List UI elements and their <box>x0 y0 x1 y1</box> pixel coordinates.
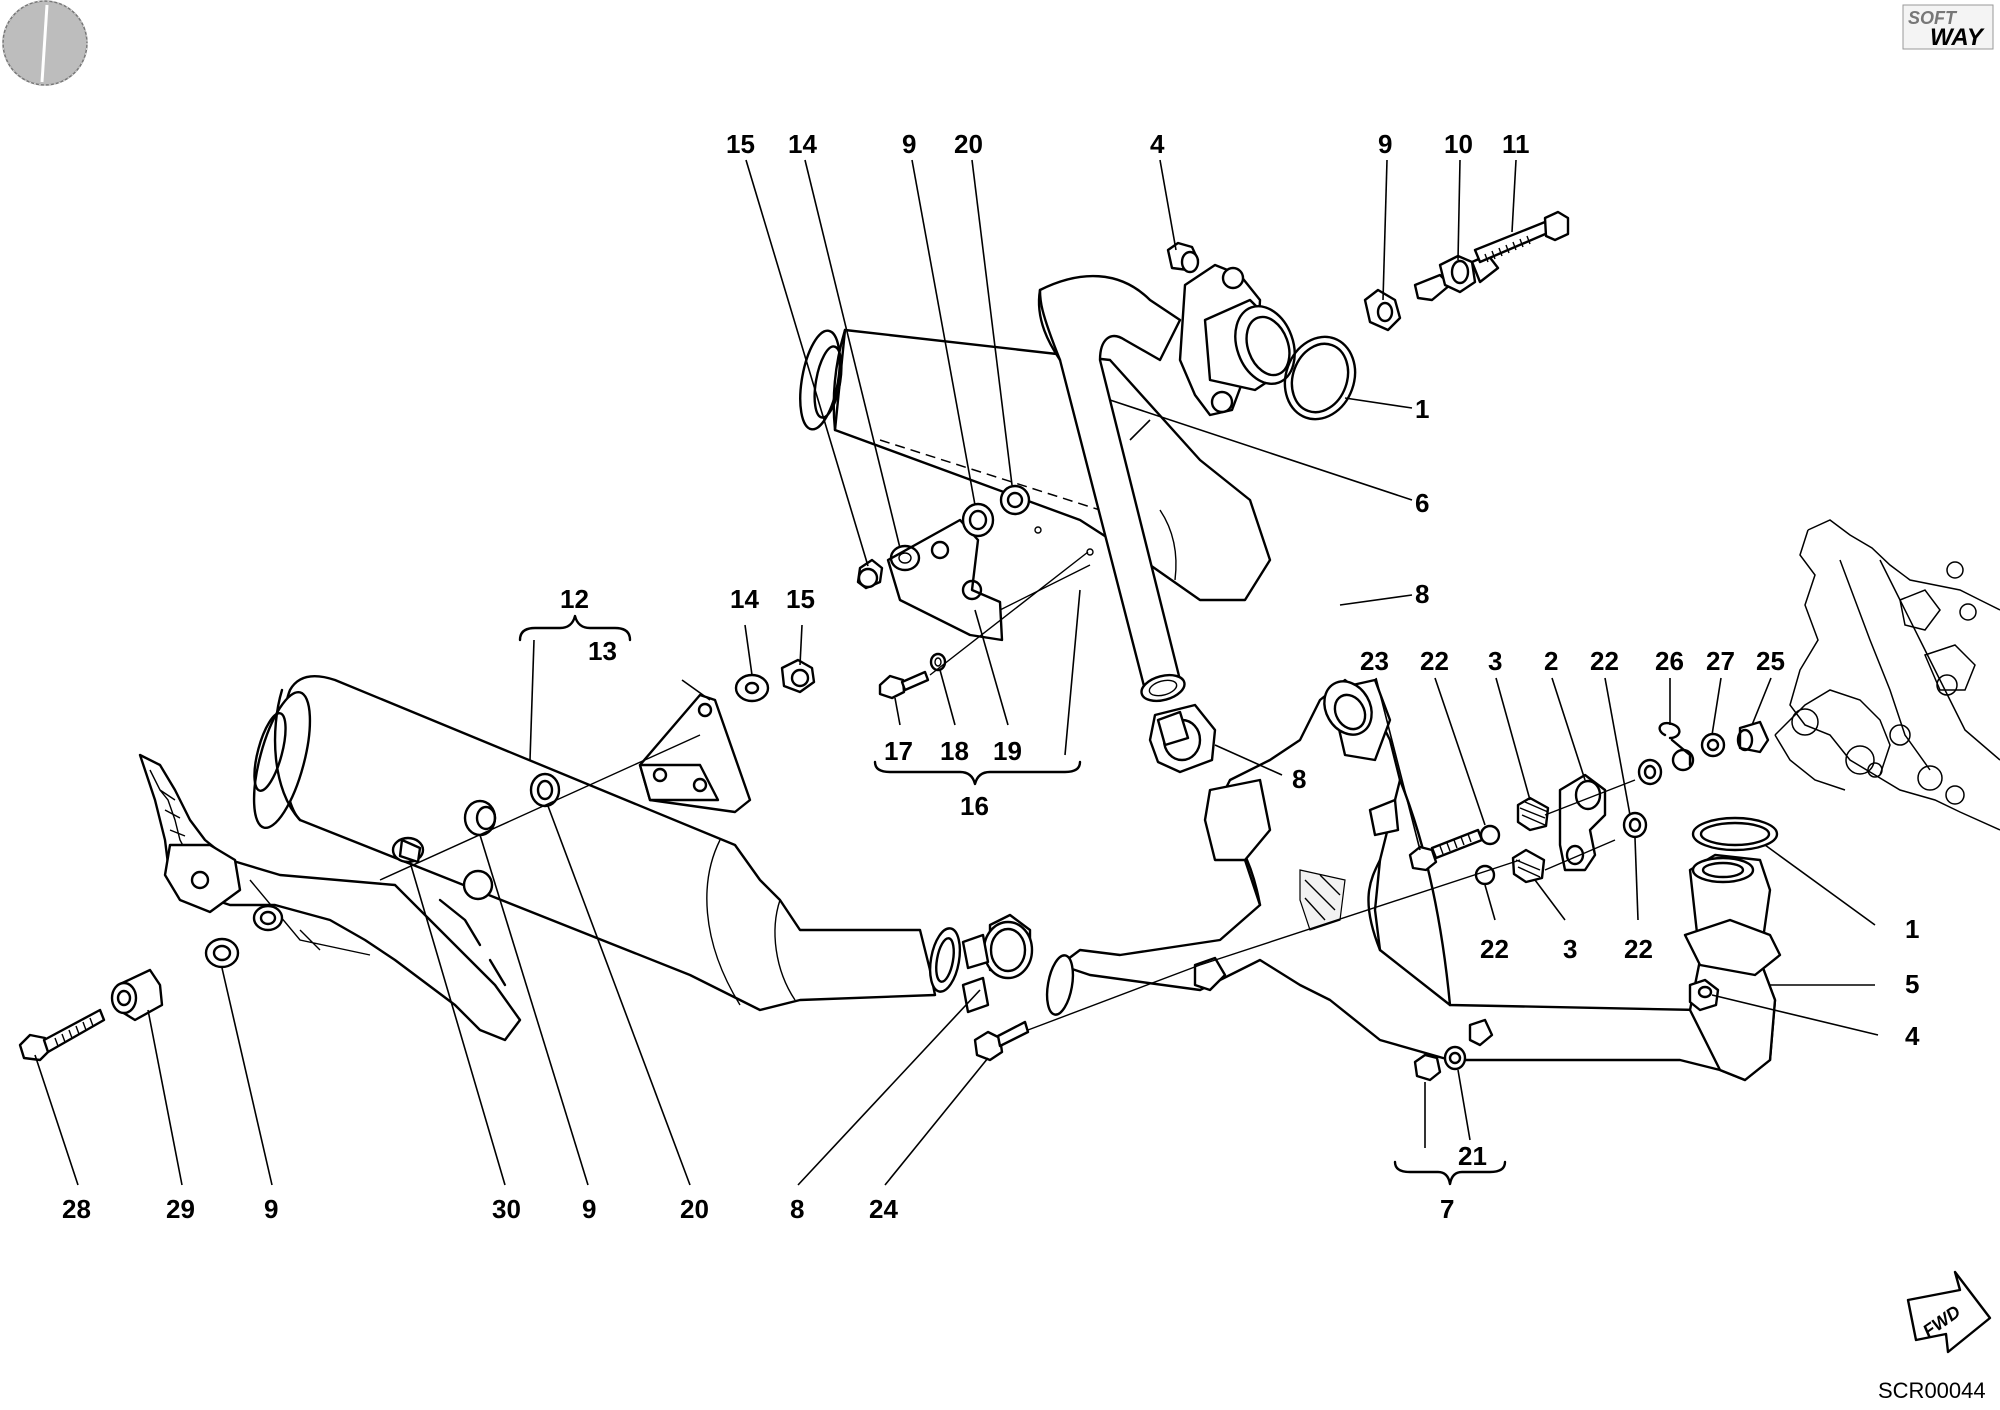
brace-16 <box>873 760 1082 786</box>
callout-20: 20 <box>954 129 983 159</box>
callout-21: 21 <box>1458 1141 1487 1171</box>
callout-19: 19 <box>993 736 1022 766</box>
callout-7: 7 <box>1440 1194 1454 1224</box>
rear-muffler <box>252 675 962 1012</box>
brace-7 <box>1393 1160 1507 1186</box>
middle-right-fasteners <box>1199 720 1770 966</box>
callout-28: 28 <box>62 1194 91 1224</box>
forward-direction-icon: FWD <box>1906 1270 1992 1354</box>
callout-1: 1 <box>1415 394 1429 424</box>
callout-14: 14 <box>730 584 759 614</box>
callout-13: 13 <box>588 636 617 666</box>
lower-bracket-washers <box>734 658 816 703</box>
header-flange <box>1178 263 1296 417</box>
callout-11: 11 <box>1502 129 1530 159</box>
upper-clamp <box>1148 703 1217 774</box>
callout-17: 17 <box>884 736 913 766</box>
front-header-pipe <box>1037 274 1186 703</box>
callout-8: 8 <box>1292 764 1306 794</box>
group-braces <box>518 614 1507 1186</box>
lower-left-fasteners <box>18 937 240 1062</box>
brace-12 <box>518 614 632 642</box>
drawing-code: SCR00044 <box>1878 1378 1986 1403</box>
callout-4: 4 <box>1150 129 1165 159</box>
callout-15: 15 <box>786 584 815 614</box>
callout-26: 26 <box>1655 646 1684 676</box>
callout-29: 29 <box>166 1194 195 1224</box>
corner-badge-icon <box>2 0 88 86</box>
callout-22: 22 <box>1480 934 1509 964</box>
middle-clamp <box>961 913 1034 1014</box>
softway-logo: SOFT WAY <box>1902 4 1994 51</box>
callout-10: 10 <box>1444 129 1473 159</box>
lower-stud-fasteners <box>1413 1045 1467 1082</box>
callout-20: 20 <box>680 1194 709 1224</box>
callout-1: 1 <box>1905 914 1919 944</box>
callout-9: 9 <box>902 129 916 159</box>
lower-bracket <box>638 693 752 814</box>
nut-4-top <box>1166 241 1200 274</box>
callout-22: 22 <box>1590 646 1619 676</box>
callout-25: 25 <box>1756 646 1785 676</box>
callout-27: 27 <box>1706 646 1735 676</box>
callout-3: 3 <box>1563 934 1577 964</box>
callout-14: 14 <box>788 129 817 159</box>
gasket-ring-top <box>1283 335 1357 421</box>
callout-15: 15 <box>726 129 755 159</box>
callout-8: 8 <box>790 1194 804 1224</box>
callout-4: 4 <box>1905 1021 1920 1051</box>
rear-y-pipe <box>1045 678 1777 1082</box>
callout-30: 30 <box>492 1194 521 1224</box>
upper-muffler <box>799 328 1272 602</box>
logo-line2: WAY <box>1930 24 1985 51</box>
top-right-fasteners <box>1363 210 1570 332</box>
callout-23: 23 <box>1360 646 1389 676</box>
callout-12: 12 <box>560 584 589 614</box>
callout-labels: 15 14 9 20 4 9 10 11 1 6 8 12 13 14 15 1… <box>62 129 1920 1224</box>
callout-6: 6 <box>1415 488 1429 518</box>
callout-18: 18 <box>940 736 969 766</box>
bolt-24 <box>973 964 1201 1062</box>
callout-16: 16 <box>960 791 989 821</box>
callout-8: 8 <box>1415 579 1429 609</box>
footpeg-bracket <box>138 753 522 1042</box>
callout-3: 3 <box>1488 646 1502 676</box>
callout-9: 9 <box>1378 129 1392 159</box>
callout-22: 22 <box>1420 646 1449 676</box>
callout-24: 24 <box>869 1194 898 1224</box>
callout-5: 5 <box>1905 969 1919 999</box>
callout-2: 2 <box>1544 646 1558 676</box>
upper-bracket-assembly <box>856 484 1094 700</box>
logo-line1: SOFT <box>1908 8 1958 28</box>
lower-bushings <box>379 734 701 901</box>
callout-9: 9 <box>582 1194 596 1224</box>
rear-header-elbow <box>1683 816 1782 1082</box>
callout-22: 22 <box>1624 934 1653 964</box>
callout-9: 9 <box>264 1194 278 1224</box>
engine-case-outline <box>1774 519 2000 831</box>
leader-lines <box>34 159 1879 1186</box>
